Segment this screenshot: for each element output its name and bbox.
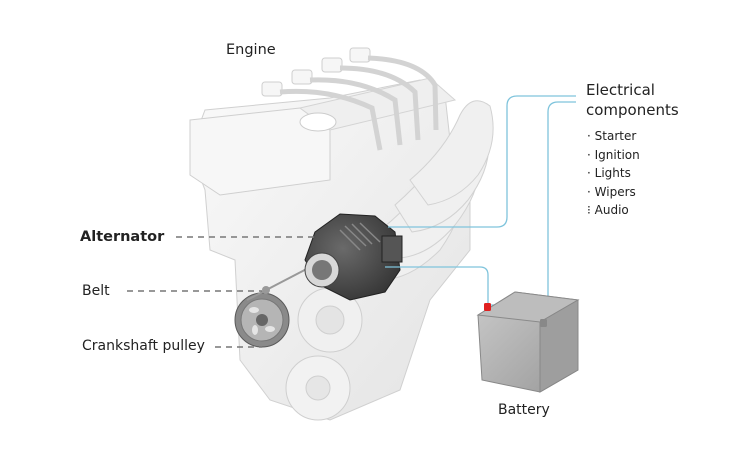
battery-positive-terminal bbox=[484, 303, 491, 311]
list-item: Wipers bbox=[587, 183, 640, 202]
battery-negative-terminal bbox=[540, 319, 547, 327]
leader-lines bbox=[127, 236, 318, 348]
wire-to-battery-positive bbox=[385, 266, 489, 307]
list-item: Ignition bbox=[587, 146, 640, 165]
list-item: Starter bbox=[587, 127, 640, 146]
wire-battery-to-electrical bbox=[490, 101, 576, 306]
list-item: Lights bbox=[587, 164, 640, 183]
engine-label: Engine bbox=[226, 42, 276, 58]
alternator-graphic bbox=[304, 213, 403, 301]
crankshaft-pulley-graphic bbox=[234, 292, 290, 348]
list-item: Audio bbox=[587, 201, 640, 220]
electrical-components-title: Electrical components bbox=[586, 80, 679, 120]
alternator-label: Alternator bbox=[80, 229, 165, 245]
crankshaft-pulley-label: Crankshaft pulley bbox=[82, 338, 205, 354]
belt-label: Belt bbox=[82, 283, 110, 299]
belt-marker bbox=[262, 286, 270, 294]
electrical-title-line2: components bbox=[586, 101, 679, 119]
battery-graphic bbox=[476, 291, 580, 393]
electrical-components-list: Starter Ignition Lights Wipers Audio bbox=[587, 127, 640, 220]
wire-to-electrical bbox=[388, 95, 576, 228]
electrical-title-line1: Electrical bbox=[586, 81, 655, 99]
battery-label: Battery bbox=[498, 402, 550, 418]
